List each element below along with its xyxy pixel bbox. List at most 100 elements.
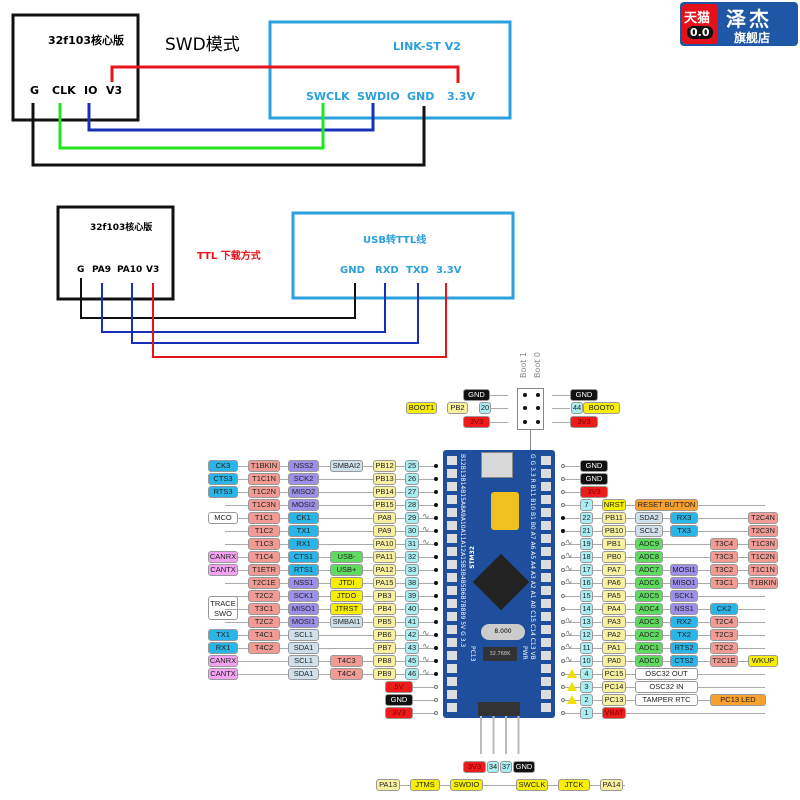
pin-function-label: 12	[580, 629, 593, 641]
analog-wave-icon: ∿	[565, 655, 573, 665]
pin-function-label: MOSI1	[288, 616, 319, 628]
pin-dot	[561, 659, 565, 663]
pin-dot	[434, 477, 438, 481]
pin-line	[490, 408, 508, 409]
pin-dot	[434, 516, 438, 520]
pin-function-label: ADC3	[635, 616, 663, 628]
pin-function-label: 18	[580, 551, 593, 563]
pin-function-label: SCK1	[288, 590, 319, 602]
chip-label: STM32	[469, 546, 476, 569]
pin-function-label: T3C4	[710, 538, 738, 550]
pin-dot	[561, 542, 565, 546]
pin-function-label: ADC9	[635, 538, 663, 550]
pin-function-label: PB0	[602, 551, 626, 563]
pin-function-label: PA1	[602, 642, 626, 654]
pin-dot	[561, 490, 565, 494]
warning-icon	[567, 682, 577, 691]
pin-dot	[434, 568, 438, 572]
pin-function-label: T1C1N	[748, 564, 778, 576]
pin-function-label: T1BKIN	[748, 577, 778, 589]
tmall-icon: 天猫 0.0	[682, 4, 718, 44]
pin-function-label: T2C2	[248, 590, 280, 602]
tmall-text: 天猫	[684, 11, 711, 26]
pin-function-label: PA15	[373, 577, 396, 589]
pin-function-label: T4C2	[248, 642, 280, 654]
pin-function-label: CK1	[288, 512, 319, 524]
pin-function-label: 4	[580, 668, 593, 680]
pin-line	[565, 648, 765, 649]
pin-function-label: JTCK	[558, 779, 590, 791]
pin-function-label: SDA2	[635, 512, 663, 524]
pin-function-label: MOSI2	[288, 499, 319, 511]
swd-probe-box	[268, 20, 512, 120]
analog-wave-icon: ∿	[565, 551, 573, 561]
analog-wave-icon: ∿	[565, 577, 573, 587]
pin-function-label: 3V3	[570, 416, 598, 428]
wire-v3	[110, 65, 460, 83]
pin-line	[400, 687, 437, 688]
pin-function-label: T2C3N	[748, 525, 778, 537]
pin-function-label: 10	[580, 655, 593, 667]
pin-function-label: PB8	[373, 655, 396, 667]
pin-dot	[561, 711, 565, 715]
pin-function-label: 14	[580, 603, 593, 615]
pin-line	[400, 700, 437, 701]
pin-function-label: T2C1E	[710, 655, 738, 667]
pin-dot	[434, 529, 438, 533]
ttl-pin-pa9: PA9	[92, 265, 111, 275]
pin-dot	[561, 464, 565, 468]
wire-clk	[58, 103, 325, 150]
pin-line	[490, 395, 508, 396]
pin-function-label: 13	[580, 616, 593, 628]
pin-function-label: PB11	[602, 512, 626, 524]
ttl-pin-v3: V3	[146, 265, 160, 275]
pin-function-label: ADC6	[635, 577, 663, 589]
pin-dot	[561, 672, 565, 676]
pin-line	[490, 422, 508, 423]
pin-function-label: T1ETR	[248, 564, 280, 576]
right-header-pins	[541, 454, 551, 716]
pin-function-label: SDA1	[288, 668, 319, 680]
pin-line	[565, 609, 765, 610]
pin-function-label: 29	[405, 512, 419, 524]
pin-function-label: T4C3	[330, 655, 363, 667]
pin-function-label: PC13	[602, 694, 626, 706]
pin-function-label: SWDIO	[450, 779, 483, 791]
pin-function-label: PC13 LED	[710, 694, 766, 706]
pin-line	[552, 395, 570, 396]
analog-wave-icon: ∿	[565, 564, 573, 574]
left-silkscreen: B12B13B14B15A8A9A10A11A12A15B3B4B5B6B7B8…	[459, 454, 466, 648]
stm32-board: STM32 8.000 32.768K PC13 PWR B12B13B14B1…	[443, 450, 555, 718]
pin-function-label: JTMS	[410, 779, 440, 791]
brand-name: 泽杰	[726, 7, 772, 31]
analog-wave-icon: ∿	[422, 642, 430, 652]
swd-header-pins	[480, 716, 520, 754]
analog-wave-icon: ∿	[422, 655, 430, 665]
pin-dot	[561, 477, 565, 481]
pin-function-label: TX1	[288, 525, 319, 537]
pin-function-label: CANRX	[208, 655, 238, 667]
pin-line	[565, 570, 765, 571]
pin-function-label: 15	[580, 590, 593, 602]
wire-g	[31, 103, 426, 167]
pin-function-label: CK2	[710, 603, 738, 615]
pin-function-label: 39	[405, 590, 419, 602]
pin-function-label: SCL2	[635, 525, 663, 537]
pin-line	[565, 622, 765, 623]
warning-icon	[567, 695, 577, 704]
pin-line	[225, 492, 437, 493]
pin-line	[225, 648, 437, 649]
pin-line	[565, 479, 585, 480]
reset-button[interactable]	[491, 492, 519, 530]
pin-function-label: 45	[405, 655, 419, 667]
pin-label-clk: CLK	[52, 84, 76, 97]
usb-connector[interactable]	[481, 452, 513, 478]
pin-function-label: T2C3	[710, 629, 738, 641]
pin-dot	[434, 698, 438, 702]
pin-function-label: T2C1E	[248, 577, 280, 589]
pin-function-label: 31	[405, 538, 419, 550]
pin-function-label: PB3	[373, 590, 396, 602]
pin-line	[225, 479, 437, 480]
pin-function-label: MISO1	[288, 603, 319, 615]
pin-dot	[434, 633, 438, 637]
